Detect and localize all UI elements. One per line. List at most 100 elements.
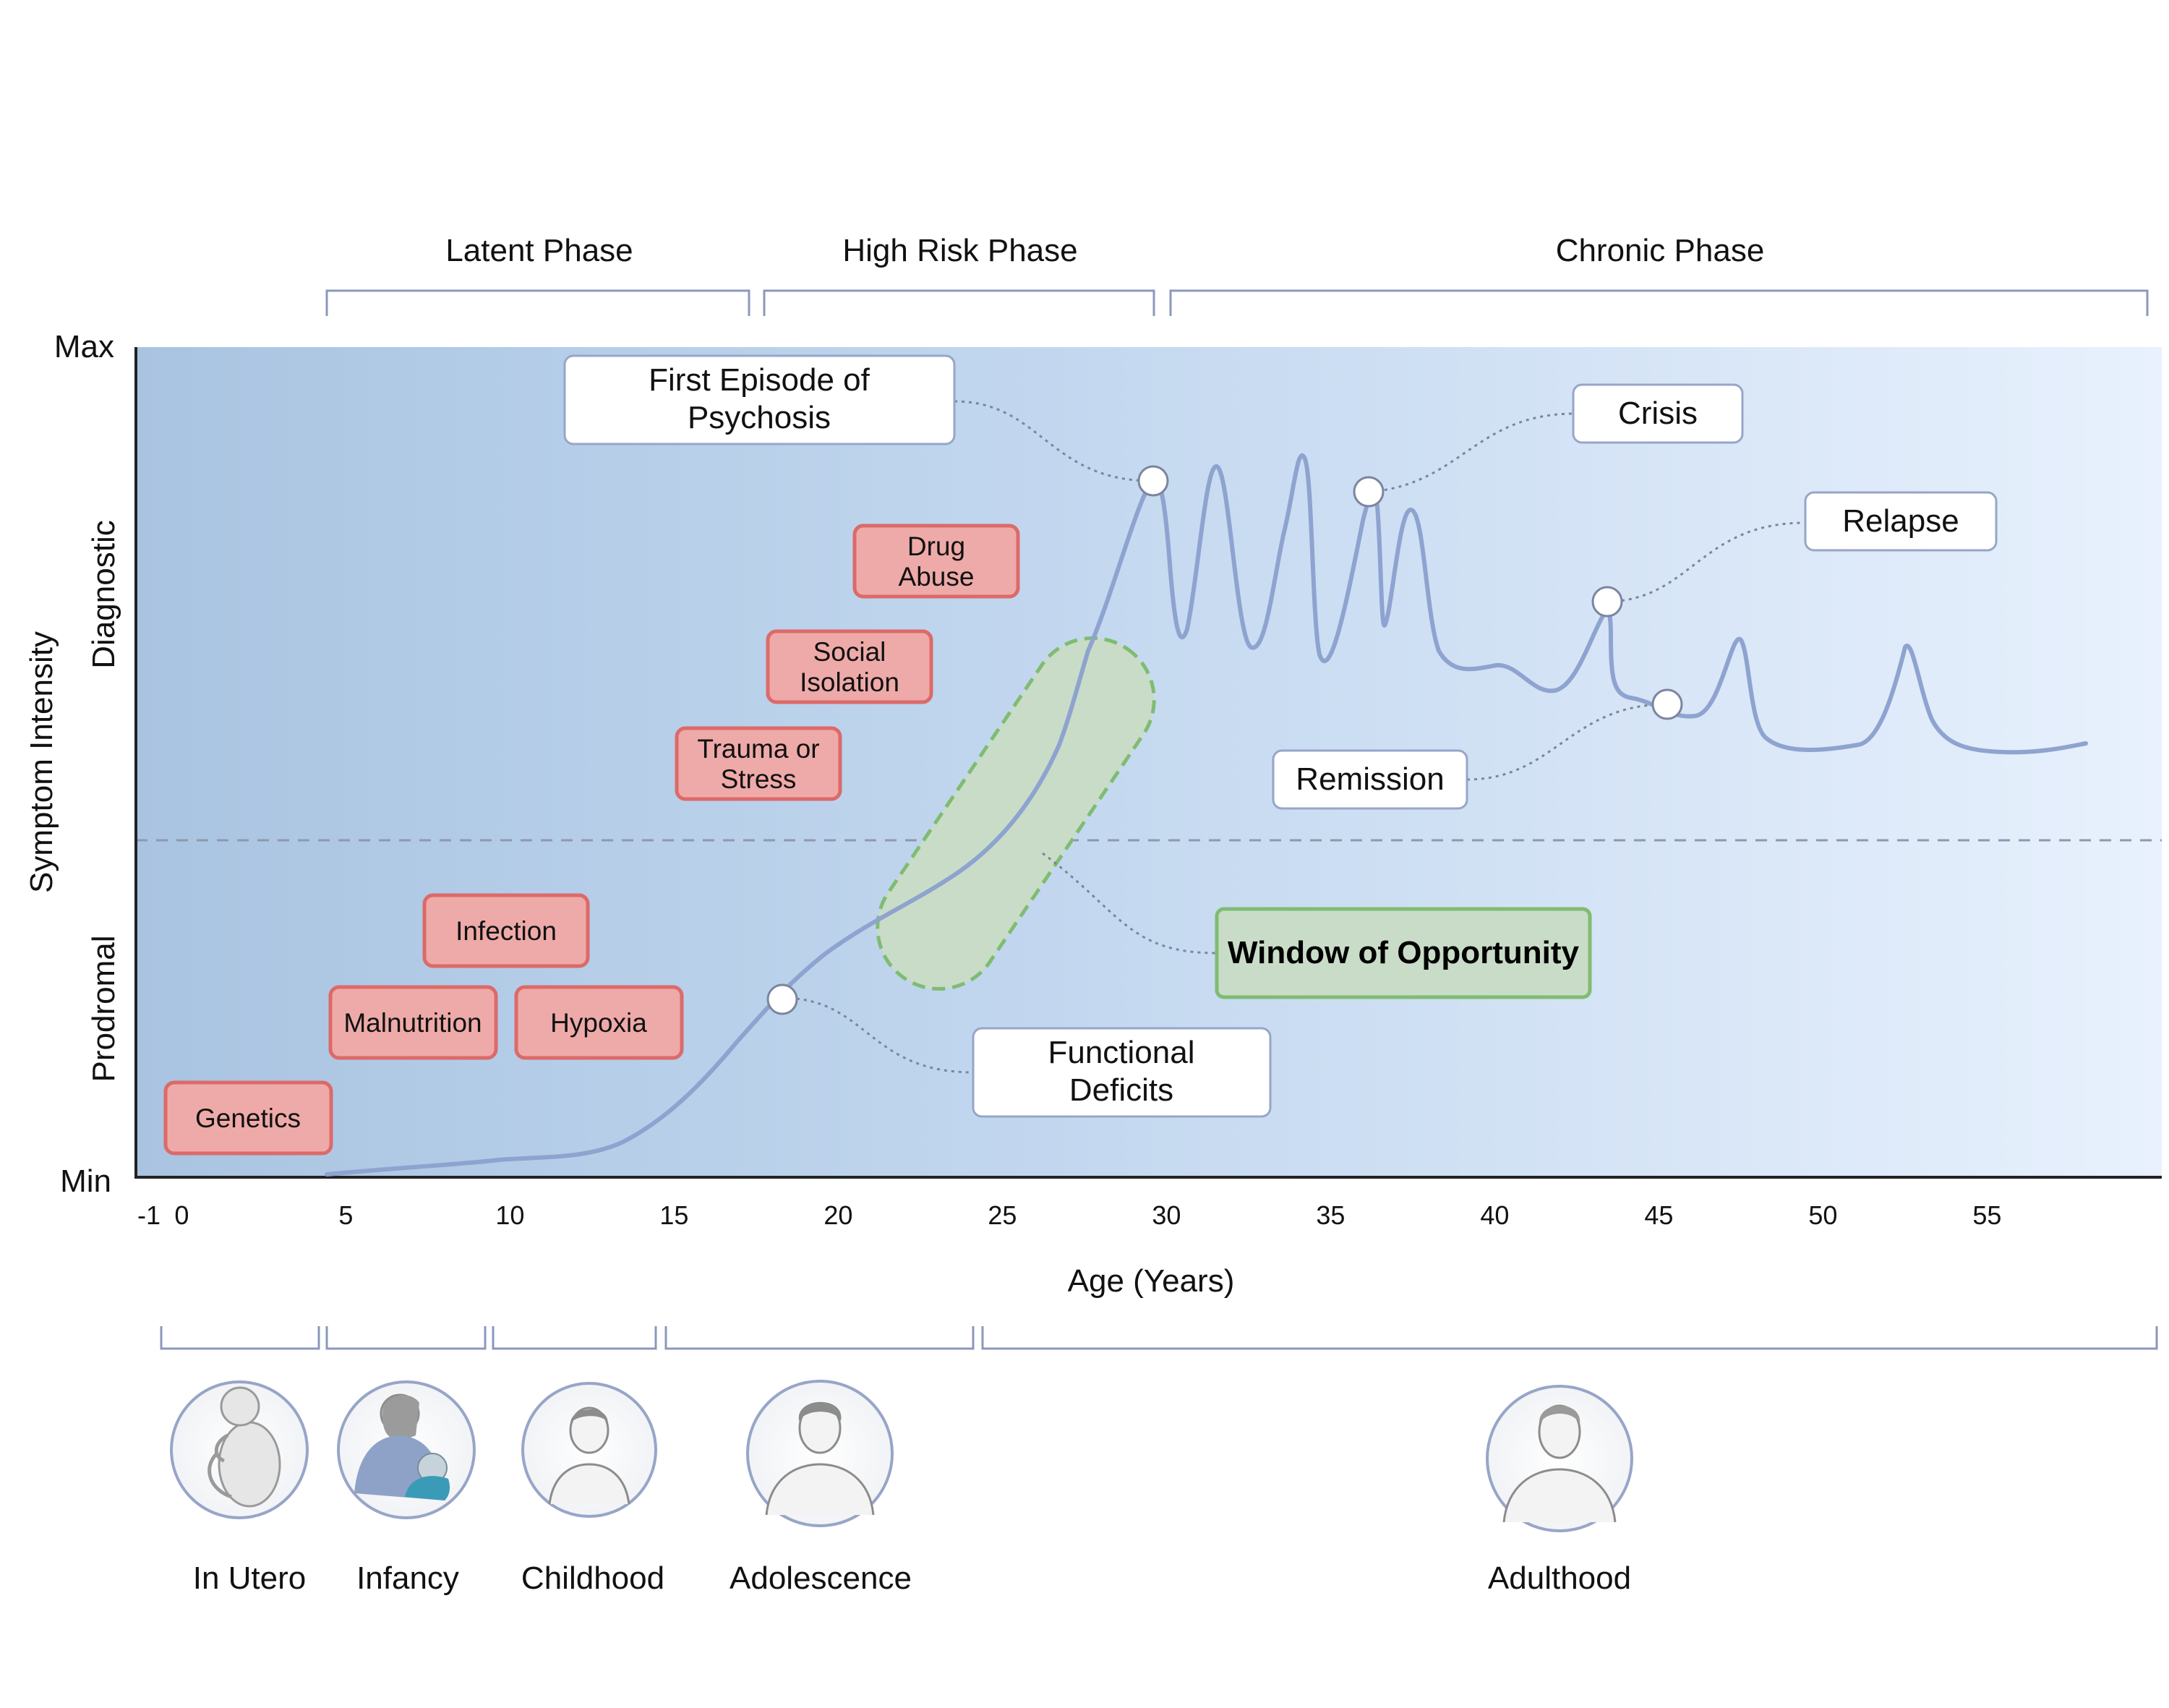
x-tick-label: 35 [1316,1200,1345,1230]
bracket-in-utero [160,1326,320,1350]
life-stage-brackets [160,1326,2158,1350]
remission-box [1272,749,1468,810]
x-tick-label: -1 [137,1200,161,1230]
bracket-chronic-phase [1169,289,2149,316]
crisis-label: Crisis [1618,396,1698,431]
event-markers [766,465,1683,1015]
y-axis-max-label: Max [54,329,114,364]
stage-label-in-utero: In Utero [193,1560,307,1596]
x-tick-label: 30 [1152,1200,1181,1230]
marker-remission [1651,688,1683,720]
first-episode-line-1: First Episode of [649,362,870,398]
x-tick-label: 50 [1808,1200,1837,1230]
life-stage-labels: In Utero Infancy Childhood Adolescence A… [193,1560,1631,1596]
risk-trauma-line-2: Stress [721,764,797,794]
remission-label: Remission [1296,761,1444,797]
first-episode-box [563,354,956,445]
x-tick-label: 40 [1480,1200,1509,1230]
x-tick-label: 20 [823,1200,852,1230]
y-region-diagnostic: Diagnostic [86,520,121,668]
risk-infection-label: Infection [455,916,557,946]
risk-genetics-label: Genetics [195,1103,301,1133]
risk-drug-line-2: Abuse [899,562,975,592]
mother-infant-icon [337,1380,476,1519]
relapse-box [1804,491,1998,552]
connector-functional-deficits [782,996,974,1074]
risk-genetics-box [163,1080,333,1156]
life-stage-icons [170,1380,1633,1532]
y-axis-min-label: Min [60,1163,111,1199]
functional-deficits-line-1: Functional [1048,1035,1194,1070]
plot-axes [134,347,2162,1179]
bracket-high-risk-phase [763,289,1155,316]
child-icon [521,1382,657,1518]
x-axis-ticks: -1 0 5 10 15 20 25 30 35 40 45 50 55 [137,1200,2001,1230]
risk-social-line-1: Social [813,637,886,667]
connector-first-episode [954,400,1152,482]
risk-malnutrition-box [328,985,498,1060]
bracket-childhood [492,1326,657,1350]
window-of-opportunity-region [876,636,1156,991]
window-of-opportunity-box [1215,907,1592,999]
bracket-latent-phase [325,289,750,316]
adolescent-icon [746,1380,894,1527]
x-tick-label: 10 [495,1200,524,1230]
risk-hypoxia-label: Hypoxia [550,1008,647,1038]
y-axis: Max Min Symptom Intensity Diagnostic Pro… [24,329,121,1199]
x-tick-label: 15 [659,1200,688,1230]
stage-label-infancy: Infancy [356,1560,459,1596]
connector-window [1042,852,1218,955]
adult-icon [1486,1385,1633,1532]
phase-label-chronic: Chronic Phase [1556,233,1765,268]
fetus-icon [170,1380,309,1519]
phase-label-latent: Latent Phase [445,233,633,268]
risk-hypoxia-box [514,985,684,1060]
x-axis-title: Age (Years) [1068,1263,1235,1299]
connector-remission [1466,703,1667,781]
window-of-opportunity-label: Window of Opportunity [1228,935,1579,970]
relapse-label: Relapse [1842,503,1959,539]
x-tick-label: 0 [174,1200,189,1230]
risk-trauma-line-1: Trauma or [697,734,819,764]
x-tick-label: 45 [1644,1200,1673,1230]
bracket-infancy [325,1326,487,1350]
stage-label-adolescence: Adolescence [730,1560,912,1596]
bracket-adolescence [664,1326,975,1350]
x-tick-label: 5 [338,1200,353,1230]
phase-label-high-risk: High Risk Phase [842,233,1077,268]
crisis-box [1572,383,1744,444]
risk-trauma-box [675,726,842,801]
functional-deficits-box [972,1027,1272,1118]
risk-malnutrition-label: Malnutrition [343,1008,482,1038]
stage-label-adulthood: Adulthood [1488,1560,1631,1596]
marker-relapse [1591,586,1623,618]
risk-social-isolation-box [766,629,933,704]
x-tick-label: 25 [988,1200,1017,1230]
connector-relapse [1607,521,1806,603]
stage-label-childhood: Childhood [521,1560,664,1596]
connector-crisis [1369,412,1574,493]
marker-functional-deficits [766,983,798,1015]
risk-drug-abuse-box [852,524,1020,599]
risk-infection-box [422,893,590,968]
risk-social-line-2: Isolation [800,667,899,697]
marker-crisis [1353,476,1385,508]
bracket-adulthood [981,1326,2158,1350]
first-episode-line-2: Psychosis [688,400,831,435]
risk-drug-line-1: Drug [907,531,965,561]
y-region-prodromal: Prodromal [86,936,121,1083]
symptom-intensity-curve [325,453,2088,1177]
phase-brackets: Latent Phase High Risk Phase Chronic Pha… [325,233,2149,316]
x-tick-label: 55 [1972,1200,2001,1230]
marker-first-episode [1137,465,1169,497]
y-axis-title: Symptom Intensity [24,631,59,893]
event-connectors [782,400,1806,1074]
risk-factors: Genetics Malnutrition Hypoxia Infection … [163,524,1020,1156]
